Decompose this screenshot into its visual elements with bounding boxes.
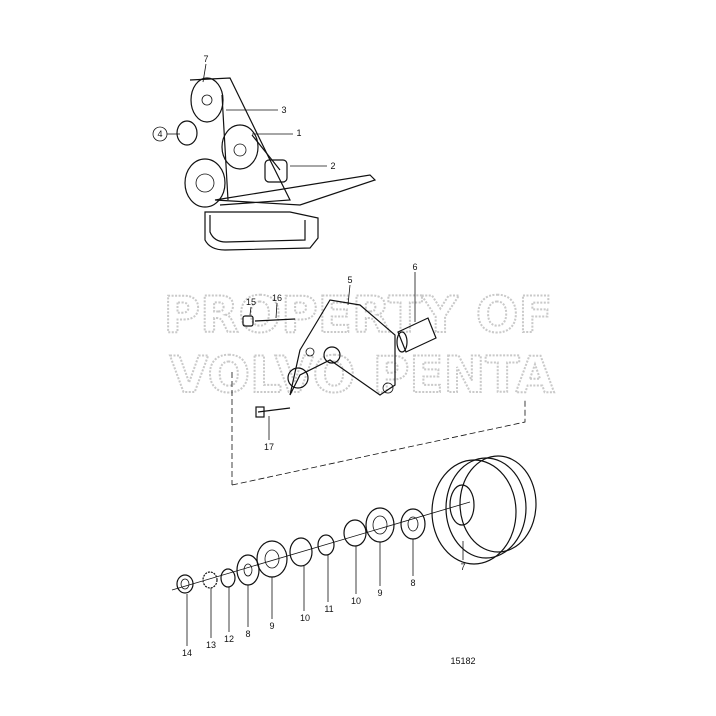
callout-9a: 9 [269,621,274,631]
callout-16: 16 [272,293,282,303]
shaft-parts-illustration [171,455,537,594]
callout-9b: 9 [377,588,382,598]
bracket-illustration [231,299,526,486]
callout-4: 4 [157,129,162,139]
callout-3: 3 [281,105,286,115]
bracket-callouts: 5 6 15 16 17 [246,262,418,452]
callout-2: 2 [330,161,335,171]
callout-8b: 8 [410,578,415,588]
callout-10b: 10 [351,596,361,606]
watermark: PROPERTY OF VOLVO PENTA [162,285,555,405]
callout-14: 14 [182,648,192,658]
callout-1: 1 [296,128,301,138]
watermark-line-1: PROPERTY OF [163,286,552,344]
callout-5: 5 [347,275,352,285]
shaft-callouts: 14 13 12 8 9 10 11 10 9 8 7 [182,539,466,658]
callout-12: 12 [224,634,234,644]
overview-callouts: 7 4 3 1 2 [152,54,336,171]
callout-6: 6 [412,262,417,272]
callout-11: 11 [324,604,333,614]
callout-7: 7 [203,54,208,64]
callout-7-pulley: 7 [460,562,465,572]
drawing-number: 15182 [450,656,475,666]
watermark-line-2: VOLVO PENTA [170,346,555,404]
callout-13: 13 [206,640,216,650]
engine-overview-illustration [176,77,377,251]
callout-8a: 8 [245,629,250,639]
callout-17: 17 [264,442,274,452]
callout-15: 15 [246,297,256,307]
callout-10a: 10 [300,613,310,623]
